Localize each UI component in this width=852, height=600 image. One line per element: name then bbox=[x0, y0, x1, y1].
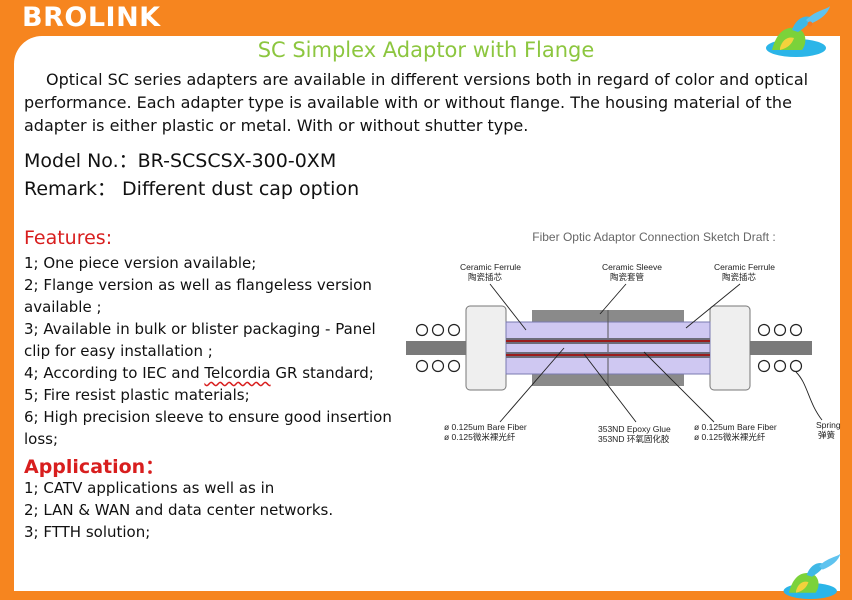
label-ferrule-right-cn: 陶瓷插芯 bbox=[722, 272, 757, 282]
label-spring: Spring bbox=[816, 420, 841, 430]
feature-item: 2; Flange version as well as flangeless … bbox=[24, 276, 372, 316]
sketch-title: Fiber Optic Adaptor Connection Sketch Dr… bbox=[532, 230, 775, 244]
page-title: SC Simplex Adaptor with Flange bbox=[257, 38, 595, 62]
features-list: 1; One piece version available; 2; Flang… bbox=[24, 252, 404, 450]
label-fiber-left: ø 0.125um Bare Fiber bbox=[444, 422, 527, 432]
label-sleeve: Ceramic Sleeve bbox=[602, 262, 662, 272]
end-cap-left bbox=[465, 305, 507, 391]
rod-left bbox=[406, 341, 468, 355]
brand-name: BROLINK bbox=[22, 2, 161, 33]
feature-item: 4; According to IEC and Telcordia GR sta… bbox=[24, 364, 374, 382]
label-spring-cn: 弹簧 bbox=[818, 430, 836, 440]
application-item: 1; CATV applications as well as in bbox=[24, 479, 275, 497]
application-item: 3; FTTH solution; bbox=[24, 523, 151, 541]
label-ferrule-left-cn: 陶瓷插芯 bbox=[468, 272, 503, 282]
intro-text: Optical SC series adapters are available… bbox=[24, 70, 809, 135]
rod-right bbox=[750, 341, 812, 355]
application-heading: Application： bbox=[24, 456, 165, 478]
feature-item: 3; Available in bulk or blister packagin… bbox=[24, 320, 376, 360]
intro-paragraph: Optical SC series adapters are available… bbox=[24, 68, 814, 137]
remark: Remark： Different dust cap option bbox=[24, 178, 360, 200]
label-fiber-left-cn: ø 0.125微米裸光纤 bbox=[444, 432, 516, 442]
label-ferrule-right: Ceramic Ferrule bbox=[714, 262, 775, 272]
features-heading: Features: bbox=[24, 227, 113, 249]
spring-circles-left bbox=[415, 323, 461, 373]
leader-lines bbox=[489, 283, 823, 423]
feature-item: 6; High precision sleeve to ensure good … bbox=[24, 408, 392, 448]
application-item: 2; LAN & WAN and data center networks. bbox=[24, 501, 334, 519]
spellcheck-word: Telcordia bbox=[204, 364, 271, 382]
label-sleeve-cn: 陶瓷套管 bbox=[610, 272, 644, 282]
label-glue: 353ND Epoxy Glue bbox=[598, 424, 671, 434]
label-fiber-right: ø 0.125um Bare Fiber bbox=[694, 422, 777, 432]
model-number: Model No.：BR-SCSCSX-300-0XM bbox=[24, 150, 337, 172]
label-fiber-right-cn: ø 0.125微米裸光纤 bbox=[694, 432, 766, 442]
application-list: 1; CATV applications as well as in 2; LA… bbox=[24, 477, 404, 543]
spring-circles-right bbox=[757, 323, 803, 373]
label-glue-cn: 353ND 环氧固化胶 bbox=[598, 434, 670, 444]
feature-item: 5; Fire resist plastic materials; bbox=[24, 386, 250, 404]
content-panel bbox=[14, 36, 840, 591]
label-ferrule-left: Ceramic Ferrule bbox=[460, 262, 521, 272]
feature-item: 1; One piece version available; bbox=[24, 254, 257, 272]
connection-sketch-diagram: Fiber Optic Adaptor Connection Sketch Dr… bbox=[406, 230, 841, 444]
end-cap-right bbox=[709, 305, 751, 391]
rabbit-logo-icon bbox=[766, 6, 830, 57]
rabbit-logo-icon bbox=[783, 553, 841, 599]
